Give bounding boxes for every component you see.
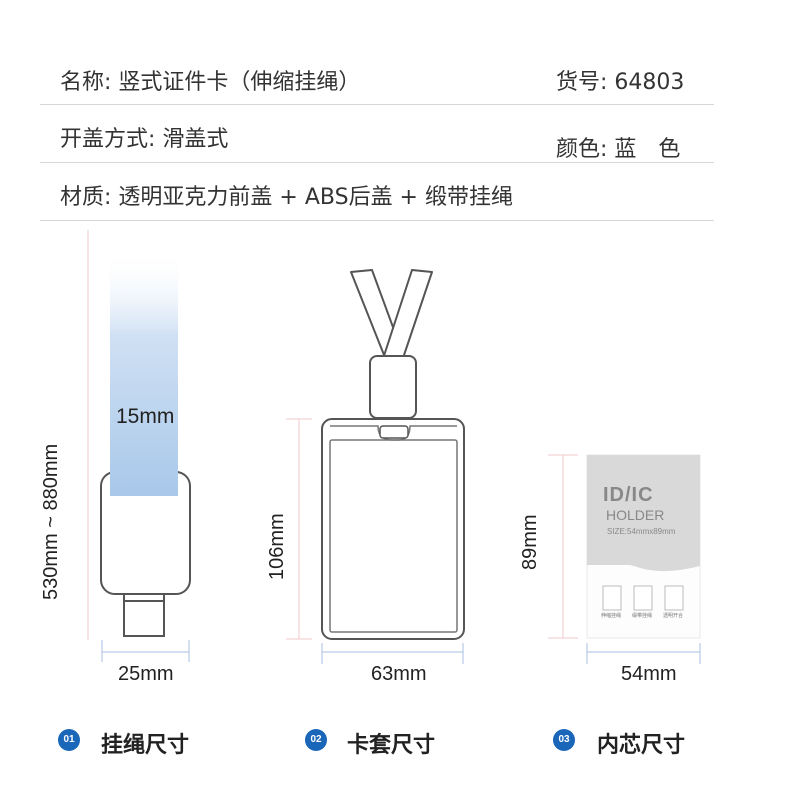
name-label: 名称: (60, 70, 112, 95)
section-label: 挂绳尺寸 (101, 733, 190, 758)
insert-width-label: 54mm (621, 663, 677, 685)
insert-icon-label: 缎带挂绳 (632, 613, 653, 619)
lanyard-strap (110, 250, 178, 496)
sku-value: 64803 (614, 70, 685, 95)
insert-subtitle: HOLDER (606, 507, 665, 523)
insert-height-guide (548, 454, 578, 639)
insert-size-text: SIZE:54mmx89mm (607, 527, 676, 536)
lanyard-width-guide (101, 640, 190, 662)
section-number-badge: 02 (305, 729, 327, 751)
material-value: 透明亚克力前盖 + ABS后盖 + 缎带挂绳 (118, 185, 513, 210)
material-label: 材质: (60, 185, 112, 210)
divider (40, 104, 714, 105)
material-row: 材质: 透明亚克力前盖 + ABS后盖 + 缎带挂绳 (60, 179, 513, 211)
clip-width-label: 25mm (118, 663, 174, 685)
open-label: 开盖方式: (60, 127, 156, 152)
insert-height-label: 89mm (519, 514, 541, 570)
insert-card (586, 454, 701, 639)
divider (40, 162, 714, 163)
insert-icon-label: 伸缩挂绳 (601, 613, 622, 619)
open-value: 滑盖式 (162, 127, 229, 152)
name-value: 竖式证件卡（伸缩挂绳） (118, 70, 361, 95)
insert-width-guide (586, 643, 701, 664)
insert-icon-label: 透明开合 (663, 613, 684, 619)
section-number-badge: 01 (58, 729, 80, 751)
divider (40, 220, 714, 221)
holder-height-label: 106mm (266, 513, 288, 580)
sku-label: 货号: (556, 70, 608, 95)
lanyard-length-label: 530mm ~ 880mm (40, 443, 62, 600)
color-value: 蓝 色 (614, 137, 681, 162)
holder-strap (350, 269, 433, 419)
color-label: 颜色: (556, 137, 608, 162)
holder-width-label: 63mm (371, 663, 427, 685)
holder-height-guide (286, 418, 312, 640)
section-label: 卡套尺寸 (347, 733, 436, 758)
insert-title: ID/IC (603, 484, 654, 506)
holder-width-guide (321, 643, 464, 664)
holder-body (321, 418, 465, 640)
name-row: 名称: 竖式证件卡（伸缩挂绳） (60, 64, 360, 96)
section-label: 内芯尺寸 (597, 733, 686, 758)
strap-width-label: 15mm (116, 405, 175, 428)
section-number-badge: 03 (553, 729, 575, 751)
open-row: 开盖方式: 滑盖式 (60, 121, 228, 153)
color-row: 颜色: 蓝 色 (556, 131, 680, 163)
sku-row: 货号: 64803 (556, 64, 684, 96)
